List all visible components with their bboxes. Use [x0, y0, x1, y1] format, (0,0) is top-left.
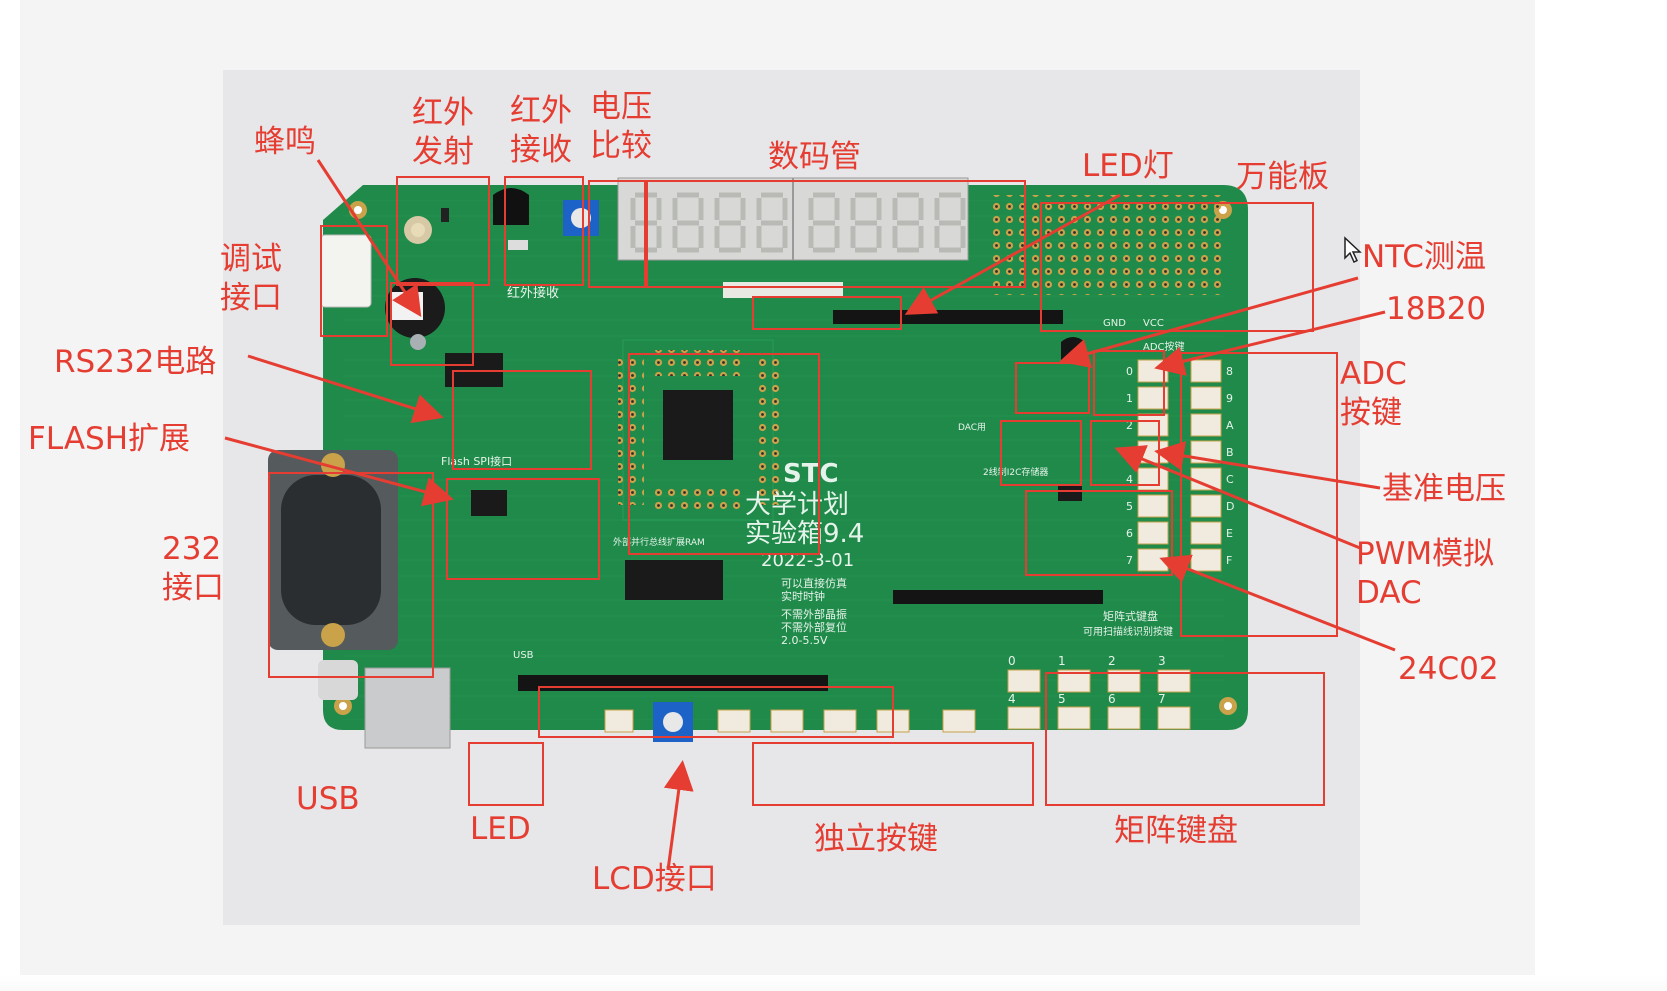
- adc-hex: B: [1226, 446, 1234, 459]
- silk-matrix: 矩阵式键盘: [1103, 609, 1158, 623]
- board-note3: 不需外部晶振: [781, 607, 847, 621]
- box-flash: [446, 478, 600, 580]
- matrix-digit: 5: [1058, 692, 1066, 706]
- label-eeprom: 24C02: [1398, 651, 1499, 687]
- matrix-digit: 3: [1158, 654, 1166, 668]
- label-matrix-keypad: 矩阵键盘: [1114, 813, 1238, 849]
- box-debug-port: [320, 225, 388, 337]
- box-dac: [1000, 420, 1082, 486]
- box-adc-keys: [1180, 352, 1338, 637]
- box-seven-segment: [646, 180, 1026, 288]
- box-ir-receive: [504, 176, 584, 286]
- board-line2: 实验箱9.4: [745, 519, 864, 549]
- board-photo: STC 大学计划 实验箱9.4 2022-3-01 可以直接仿真 实时时钟 不需…: [223, 70, 1360, 925]
- matrix-digit: 4: [1008, 692, 1016, 706]
- board-line1: 大学计划: [745, 490, 849, 520]
- matrix-digit: 7: [1158, 692, 1166, 706]
- box-mcu: [628, 353, 820, 555]
- silk-gnd: GND: [1103, 318, 1126, 329]
- label-independent-keys: 独立按键: [814, 821, 938, 857]
- label-vref: 基准电压: [1382, 471, 1506, 507]
- adc-hex: 7: [1126, 554, 1133, 567]
- box-matrix-keypad: [1045, 672, 1325, 806]
- adc-hex: 8: [1226, 365, 1233, 378]
- label-voltage-compare: 电压 比较: [590, 89, 652, 164]
- box-led-light: [752, 296, 902, 330]
- box-perfboard: [1040, 202, 1314, 332]
- label-adc-keys: ADC 按键: [1340, 356, 1407, 431]
- label-debug-port: 调试 接口: [220, 241, 282, 316]
- label-pwm-dac: PWM模拟 DAC: [1356, 536, 1495, 611]
- label-232-port: 232 接口: [162, 531, 224, 606]
- silk-i2c: 2线制I2C存储器: [983, 466, 1048, 478]
- adc-hex: 1: [1126, 392, 1133, 405]
- bottom-strip: [0, 975, 1667, 991]
- box-ir-transmit: [396, 176, 490, 286]
- mouse-pointer-icon: [1344, 236, 1362, 264]
- label-buzzer: 蜂鸣: [254, 124, 316, 160]
- silk-usb: USB: [513, 650, 534, 661]
- silk-ir-receive: 红外接收: [507, 285, 559, 301]
- silk-flash: Flash SPI接口: [441, 455, 512, 468]
- matrix-digit: 2: [1108, 654, 1116, 668]
- box-rs232: [452, 370, 592, 470]
- label-rs232: RS232电路: [54, 344, 217, 380]
- adc-hex: 4: [1126, 473, 1133, 486]
- label-seven-segment: 数码管: [768, 139, 861, 175]
- adc-hex: 6: [1126, 527, 1133, 540]
- box-independent-keys: [752, 742, 1034, 806]
- label-18b20: 18B20: [1386, 291, 1487, 327]
- silk-vcc: VCC: [1143, 318, 1164, 329]
- silk-matrix2: 可用扫描线识别按键: [1083, 625, 1173, 638]
- label-lcd-port: LCD接口: [592, 861, 717, 897]
- label-ir-transmit: 红外 发射: [412, 95, 474, 170]
- label-ir-receive: 红外 接收: [510, 93, 572, 168]
- label-led: LED: [470, 811, 531, 847]
- matrix-digit: 1: [1058, 654, 1066, 668]
- box-ntc: [1015, 362, 1090, 414]
- box-eeprom: [1025, 490, 1173, 576]
- adc-hex: 9: [1226, 392, 1233, 405]
- board-date: 2022-3-01: [761, 550, 854, 571]
- box-voltage-compare: [588, 180, 646, 288]
- board-note4: 不需外部复位: [781, 620, 847, 634]
- box-buzzer: [390, 282, 474, 366]
- label-led-light: LED灯: [1082, 148, 1174, 184]
- board-note2: 实时时钟: [781, 589, 825, 603]
- board-note1: 可以直接仿真: [781, 576, 847, 590]
- silk-bus: 外部并行总线扩展RAM: [613, 536, 705, 548]
- adc-hex: F: [1226, 554, 1232, 567]
- adc-hex: D: [1226, 500, 1234, 513]
- board-brand: STC: [783, 459, 839, 489]
- adc-hex: 0: [1126, 365, 1133, 378]
- board-voltage: 2.0-5.5V: [781, 634, 828, 647]
- adc-hex: A: [1226, 419, 1234, 432]
- matrix-digit: 6: [1108, 692, 1116, 706]
- label-ntc: NTC测温: [1362, 239, 1486, 275]
- label-usb: USB: [296, 781, 360, 817]
- adc-hex: C: [1226, 473, 1234, 486]
- silk-dac: DAC用: [958, 422, 986, 433]
- adc-hex: 2: [1126, 419, 1133, 432]
- adc-hex: E: [1226, 527, 1233, 540]
- label-flash: FLASH扩展: [28, 421, 191, 457]
- box-18b20: [1093, 350, 1165, 416]
- box-led: [468, 742, 544, 806]
- label-perfboard: 万能板: [1236, 159, 1329, 195]
- box-lcd: [538, 686, 894, 738]
- matrix-digit: 0: [1008, 654, 1016, 668]
- adc-hex: 5: [1126, 500, 1133, 513]
